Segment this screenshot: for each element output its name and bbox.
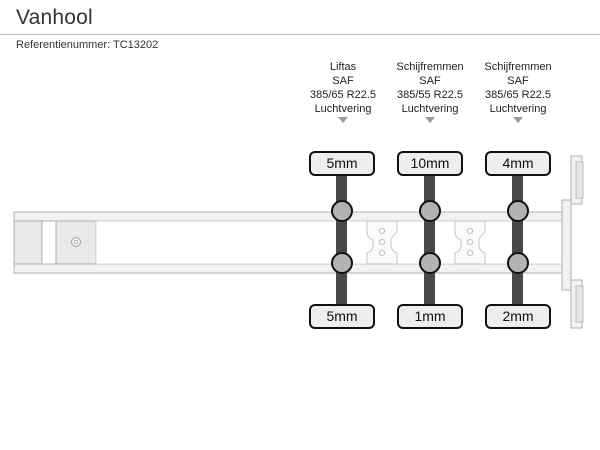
axle-3-make: SAF xyxy=(507,75,529,87)
axle-3-bar xyxy=(512,176,523,306)
axle-2-tire-size: 385/55 R22.5 xyxy=(396,89,464,101)
axle-1-hub-lower xyxy=(331,252,353,274)
chassis-rail-lower xyxy=(13,263,569,274)
axle-1-hub-upper xyxy=(331,200,353,222)
axle-2-tread-top-badge[interactable]: 10mm xyxy=(397,151,463,176)
axle-3-tread-top-badge[interactable]: 4mm xyxy=(485,151,551,176)
axle-3-hub-upper xyxy=(507,200,529,222)
axle-spec-1: Liftas SAF 385/65 R22.5 Luchtvering xyxy=(295,60,391,123)
rear-underrun-assembly xyxy=(561,155,584,329)
axle-1-suspension: Luchtvering xyxy=(314,103,372,115)
axle-2-bar xyxy=(424,176,435,306)
axle-3-tire-size: 385/65 R22.5 xyxy=(484,89,552,101)
triangle-down-icon xyxy=(338,117,348,123)
suspension-hanger-bracket-2 xyxy=(454,220,486,265)
axle-2-suspension: Luchtvering xyxy=(401,103,459,115)
reference-number: Referentienummer: TC13202 xyxy=(16,39,159,51)
axle-3-suspension: Luchtvering xyxy=(489,103,547,115)
axle-1-tread-top-badge[interactable]: 5mm xyxy=(309,151,375,176)
triangle-down-icon xyxy=(425,117,435,123)
kingpin-plate xyxy=(13,220,97,265)
axle-1-brake-type: Liftas xyxy=(329,61,357,73)
axle-3-tread-bottom-badge[interactable]: 2mm xyxy=(485,304,551,329)
axle-2-hub-lower xyxy=(419,252,441,274)
axle-2-hub-upper xyxy=(419,200,441,222)
suspension-hanger-bracket-1 xyxy=(366,220,398,265)
axle-2-brake-type: Schijfremmen xyxy=(396,61,464,73)
axle-1-tire-size: 385/65 R22.5 xyxy=(309,89,377,101)
axle-spec-2: Schijfremmen SAF 385/55 R22.5 Luchtverin… xyxy=(382,60,478,123)
axle-2-make: SAF xyxy=(419,75,441,87)
axle-2-tread-bottom-badge[interactable]: 1mm xyxy=(397,304,463,329)
triangle-down-icon xyxy=(513,117,523,123)
axle-3-brake-type: Schijfremmen xyxy=(484,61,552,73)
axle-1-make: SAF xyxy=(332,75,354,87)
page-title: Vanhool xyxy=(16,6,93,29)
axle-1-tread-bottom-badge[interactable]: 5mm xyxy=(309,304,375,329)
header-divider xyxy=(0,34,600,35)
axle-3-hub-lower xyxy=(507,252,529,274)
axle-spec-3: Schijfremmen SAF 385/65 R22.5 Luchtverin… xyxy=(470,60,566,123)
axle-1-bar xyxy=(336,176,347,306)
chassis-rail-upper xyxy=(13,211,569,222)
